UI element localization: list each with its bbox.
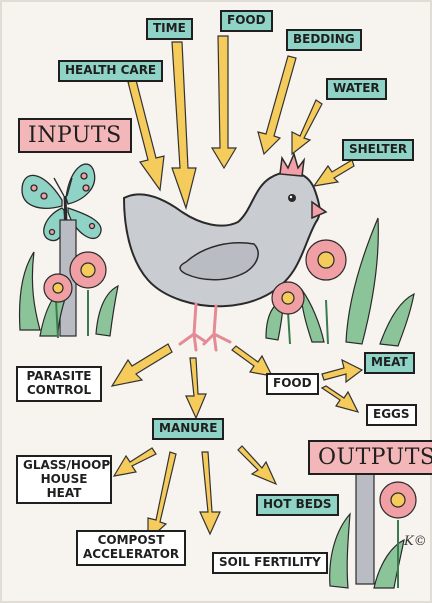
arrow-food-in	[210, 35, 238, 170]
artist-signature: K©	[404, 534, 427, 549]
chicken	[122, 151, 328, 352]
label-hot-beds: Hot Beds	[256, 494, 339, 516]
label-compost: Compost Accelerator	[76, 530, 186, 566]
title-outputs: Outputs	[308, 440, 432, 476]
label-manure: Manure	[152, 418, 225, 440]
label-time: Time	[146, 18, 193, 40]
butterfly	[21, 163, 102, 242]
label-glass-hoop: Glass/Hoop House Heat	[16, 455, 112, 505]
label-health-care: Health Care	[58, 60, 164, 82]
arrow-glass	[112, 447, 157, 477]
right-plants	[265, 217, 415, 347]
arrow-hot-beds	[237, 445, 278, 486]
label-parasite-control: Parasite Control	[16, 366, 102, 402]
bottom-right-plant	[329, 473, 417, 589]
arrow-meat	[321, 358, 364, 384]
label-water: Water	[326, 78, 387, 100]
arrow-time	[171, 41, 197, 211]
arrow-soil	[199, 451, 221, 536]
arrow-eggs	[320, 385, 360, 413]
output-arrows	[110, 343, 364, 542]
label-shelter: Shelter	[342, 139, 415, 161]
arrow-health-care	[127, 79, 165, 192]
chicken-legs	[178, 302, 232, 352]
chicken-wing	[179, 242, 259, 281]
chicken-eye	[288, 194, 296, 202]
label-soil: Soil Fertility	[212, 552, 328, 574]
chicken-body	[122, 171, 321, 308]
arrow-compost	[147, 451, 177, 542]
title-inputs: Inputs	[18, 118, 132, 154]
left-plants	[18, 219, 119, 339]
arrow-food-out	[231, 345, 274, 377]
arrow-parasite	[110, 343, 173, 387]
label-food-in: Food	[220, 10, 273, 32]
arrow-bedding	[257, 55, 297, 156]
label-bedding: Bedding	[286, 29, 362, 51]
chicken-beak	[311, 200, 328, 220]
arrow-water	[291, 99, 323, 156]
label-meat: Meat	[364, 352, 415, 374]
chicken-comb	[279, 151, 306, 177]
input-arrows	[127, 35, 355, 211]
arrow-manure	[185, 357, 207, 420]
label-food-out: Food	[266, 373, 319, 395]
label-eggs: Eggs	[366, 404, 417, 426]
arrow-shelter	[312, 159, 355, 187]
